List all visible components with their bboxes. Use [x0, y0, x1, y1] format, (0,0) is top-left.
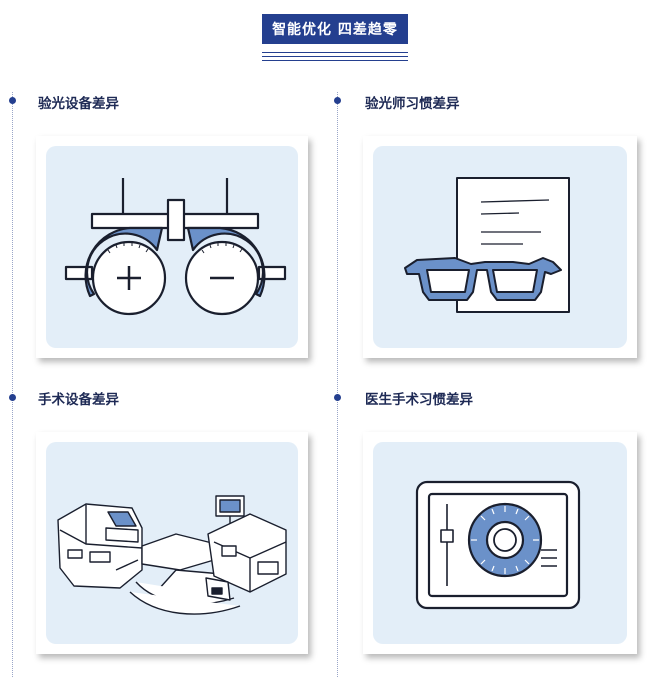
timeline-line-left	[12, 92, 13, 677]
timeline-dot	[334, 97, 341, 104]
section-title-badge: 智能优化 四差趋零	[262, 14, 408, 44]
header-divider	[262, 56, 408, 57]
section-label-optometrist-habits: 验光师习惯差异	[365, 96, 460, 112]
card-inner	[46, 146, 298, 348]
header-divider	[262, 52, 408, 53]
timeline-dot	[9, 97, 16, 104]
card-inner	[373, 146, 627, 348]
timeline-line-right	[337, 92, 338, 677]
section-label-surgical-equipment: 手术设备差异	[38, 392, 119, 408]
timeline-dot	[334, 394, 341, 401]
trial-frame-icon	[64, 178, 287, 316]
eye-monitor-icon	[415, 480, 581, 610]
section-label-surgeon-habits: 医生手术习惯差异	[365, 392, 473, 408]
surgical-equipment-icon	[57, 495, 287, 615]
card-optometrist-habits	[363, 136, 637, 358]
header-divider	[262, 60, 408, 61]
timeline-dot	[9, 394, 16, 401]
card-inner	[46, 442, 298, 644]
glasses-prescription-icon	[404, 177, 570, 313]
card-optometry-equipment	[36, 136, 308, 358]
card-inner	[373, 442, 627, 644]
card-surgical-equipment	[36, 432, 308, 654]
section-label-optometry-equipment: 验光设备差异	[38, 96, 119, 112]
card-surgeon-habits	[363, 432, 637, 654]
